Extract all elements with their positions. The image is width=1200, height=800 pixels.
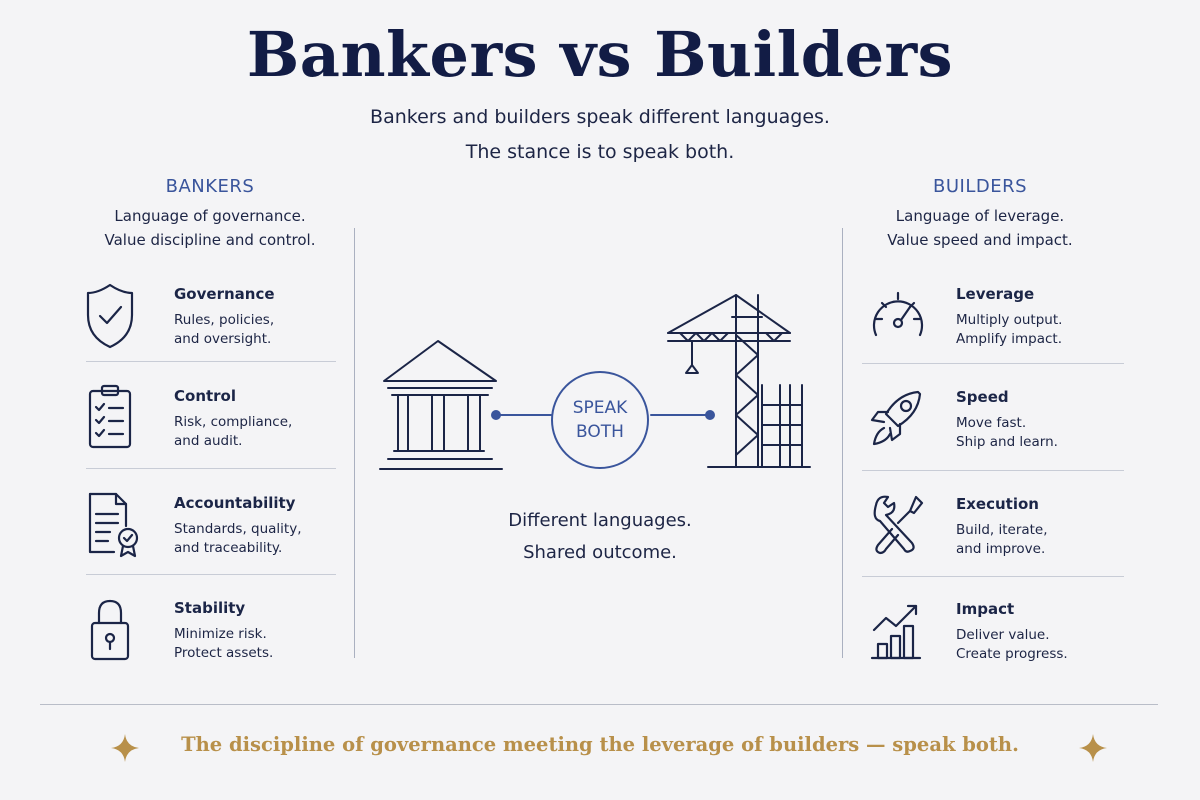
bankers-heading: BANKERS: [165, 176, 255, 197]
subtitle-line-2: The stance is to speak both.: [465, 141, 735, 163]
gauge-icon: [868, 281, 928, 349]
item-line-2: and traceability.: [174, 540, 283, 556]
item-name: Impact: [956, 600, 1015, 618]
bankers-separator: [86, 574, 336, 575]
bottom-divider: [40, 704, 1158, 705]
item-line-1: Deliver value.: [956, 627, 1050, 643]
item-name: Stability: [174, 599, 246, 617]
item-line-1: Minimize risk.: [174, 626, 267, 642]
item-line-2: Ship and learn.: [956, 434, 1058, 450]
builders-heading: BUILDERS: [932, 176, 1028, 197]
padlock-icon: [86, 595, 146, 663]
bankers-item-governance: Governance Rules, policies, and oversigh…: [86, 275, 346, 375]
item-line-1: Move fast.: [956, 415, 1027, 431]
builders-item-execution: Execution Build, iterate, and improve.: [868, 485, 1128, 585]
tagline: The discipline of governance meeting the…: [181, 733, 1019, 756]
center-illustration: [379, 294, 811, 470]
bankers-desc-line-1: Language of governance.: [114, 207, 306, 225]
item-line-1: Build, iterate,: [956, 522, 1048, 538]
builders-item-impact: Impact Deliver value. Create progress.: [868, 590, 1128, 690]
item-name: Execution: [956, 495, 1039, 513]
center-text-line-2: Shared outcome.: [523, 542, 677, 563]
item-line-1: Rules, policies,: [174, 312, 275, 328]
item-name: Governance: [174, 285, 275, 303]
bankers-desc-line-2: Value discipline and control.: [104, 231, 316, 249]
item-line-2: and audit.: [174, 433, 243, 449]
bankers-divider: [354, 228, 355, 658]
item-name: Control: [174, 387, 237, 405]
builders-divider: [842, 228, 843, 658]
bank-building-icon: [379, 340, 503, 470]
builders-separator: [862, 470, 1124, 471]
shield-check-icon: [86, 281, 146, 349]
bankers-separator: [86, 361, 336, 362]
center-text-line-1: Different languages.: [508, 510, 692, 531]
builders-item-leverage: Leverage Multiply output. Amplify impact…: [868, 275, 1128, 375]
growth-chart-icon: [868, 596, 928, 664]
clipboard-checklist-icon: [86, 383, 146, 451]
subtitle-line-1: Bankers and builders speak different lan…: [370, 106, 830, 128]
connector-dot-left: [491, 410, 501, 420]
speak-both-badge: SPEAK BOTH: [551, 371, 649, 469]
certificate-document-icon: [86, 490, 146, 558]
badge-line-1: SPEAK: [572, 398, 628, 418]
builders-desc-line-2: Value speed and impact.: [887, 231, 1073, 249]
bankers-item-accountability: Accountability Standards, quality, and t…: [86, 484, 346, 584]
item-line-2: Amplify impact.: [956, 331, 1063, 347]
badge-line-2: BOTH: [576, 422, 624, 442]
page-title: Bankers vs Builders: [246, 18, 954, 91]
builders-separator: [862, 363, 1124, 364]
wrench-screwdriver-icon: [868, 491, 928, 559]
item-line-2: Create progress.: [956, 646, 1068, 662]
item-line-2: Protect assets.: [174, 645, 274, 661]
item-name: Leverage: [956, 285, 1035, 303]
builders-item-speed: Speed Move fast. Ship and learn.: [868, 378, 1128, 478]
item-line-2: and oversight.: [174, 331, 272, 347]
item-name: Accountability: [174, 494, 296, 512]
sparkle-icon: [110, 733, 140, 763]
item-line-1: Multiply output.: [956, 312, 1063, 328]
bankers-item-stability: Stability Minimize risk. Protect assets.: [86, 589, 346, 689]
builders-separator: [862, 576, 1124, 577]
sparkle-icon: [1078, 733, 1108, 763]
item-line-1: Risk, compliance,: [174, 414, 293, 430]
item-line-1: Standards, quality,: [174, 521, 302, 537]
rocket-icon: [868, 384, 928, 452]
builders-description: Language of leverage. Value speed and im…: [830, 204, 1130, 252]
bankers-item-control: Control Risk, compliance, and audit.: [86, 377, 346, 477]
construction-crane-icon: [667, 294, 811, 468]
item-name: Speed: [956, 388, 1009, 406]
bankers-separator: [86, 468, 336, 469]
connector-dot-right: [705, 410, 715, 420]
builders-desc-line-1: Language of leverage.: [895, 207, 1065, 225]
item-line-2: and improve.: [956, 541, 1046, 557]
bankers-description: Language of governance. Value discipline…: [60, 204, 360, 252]
